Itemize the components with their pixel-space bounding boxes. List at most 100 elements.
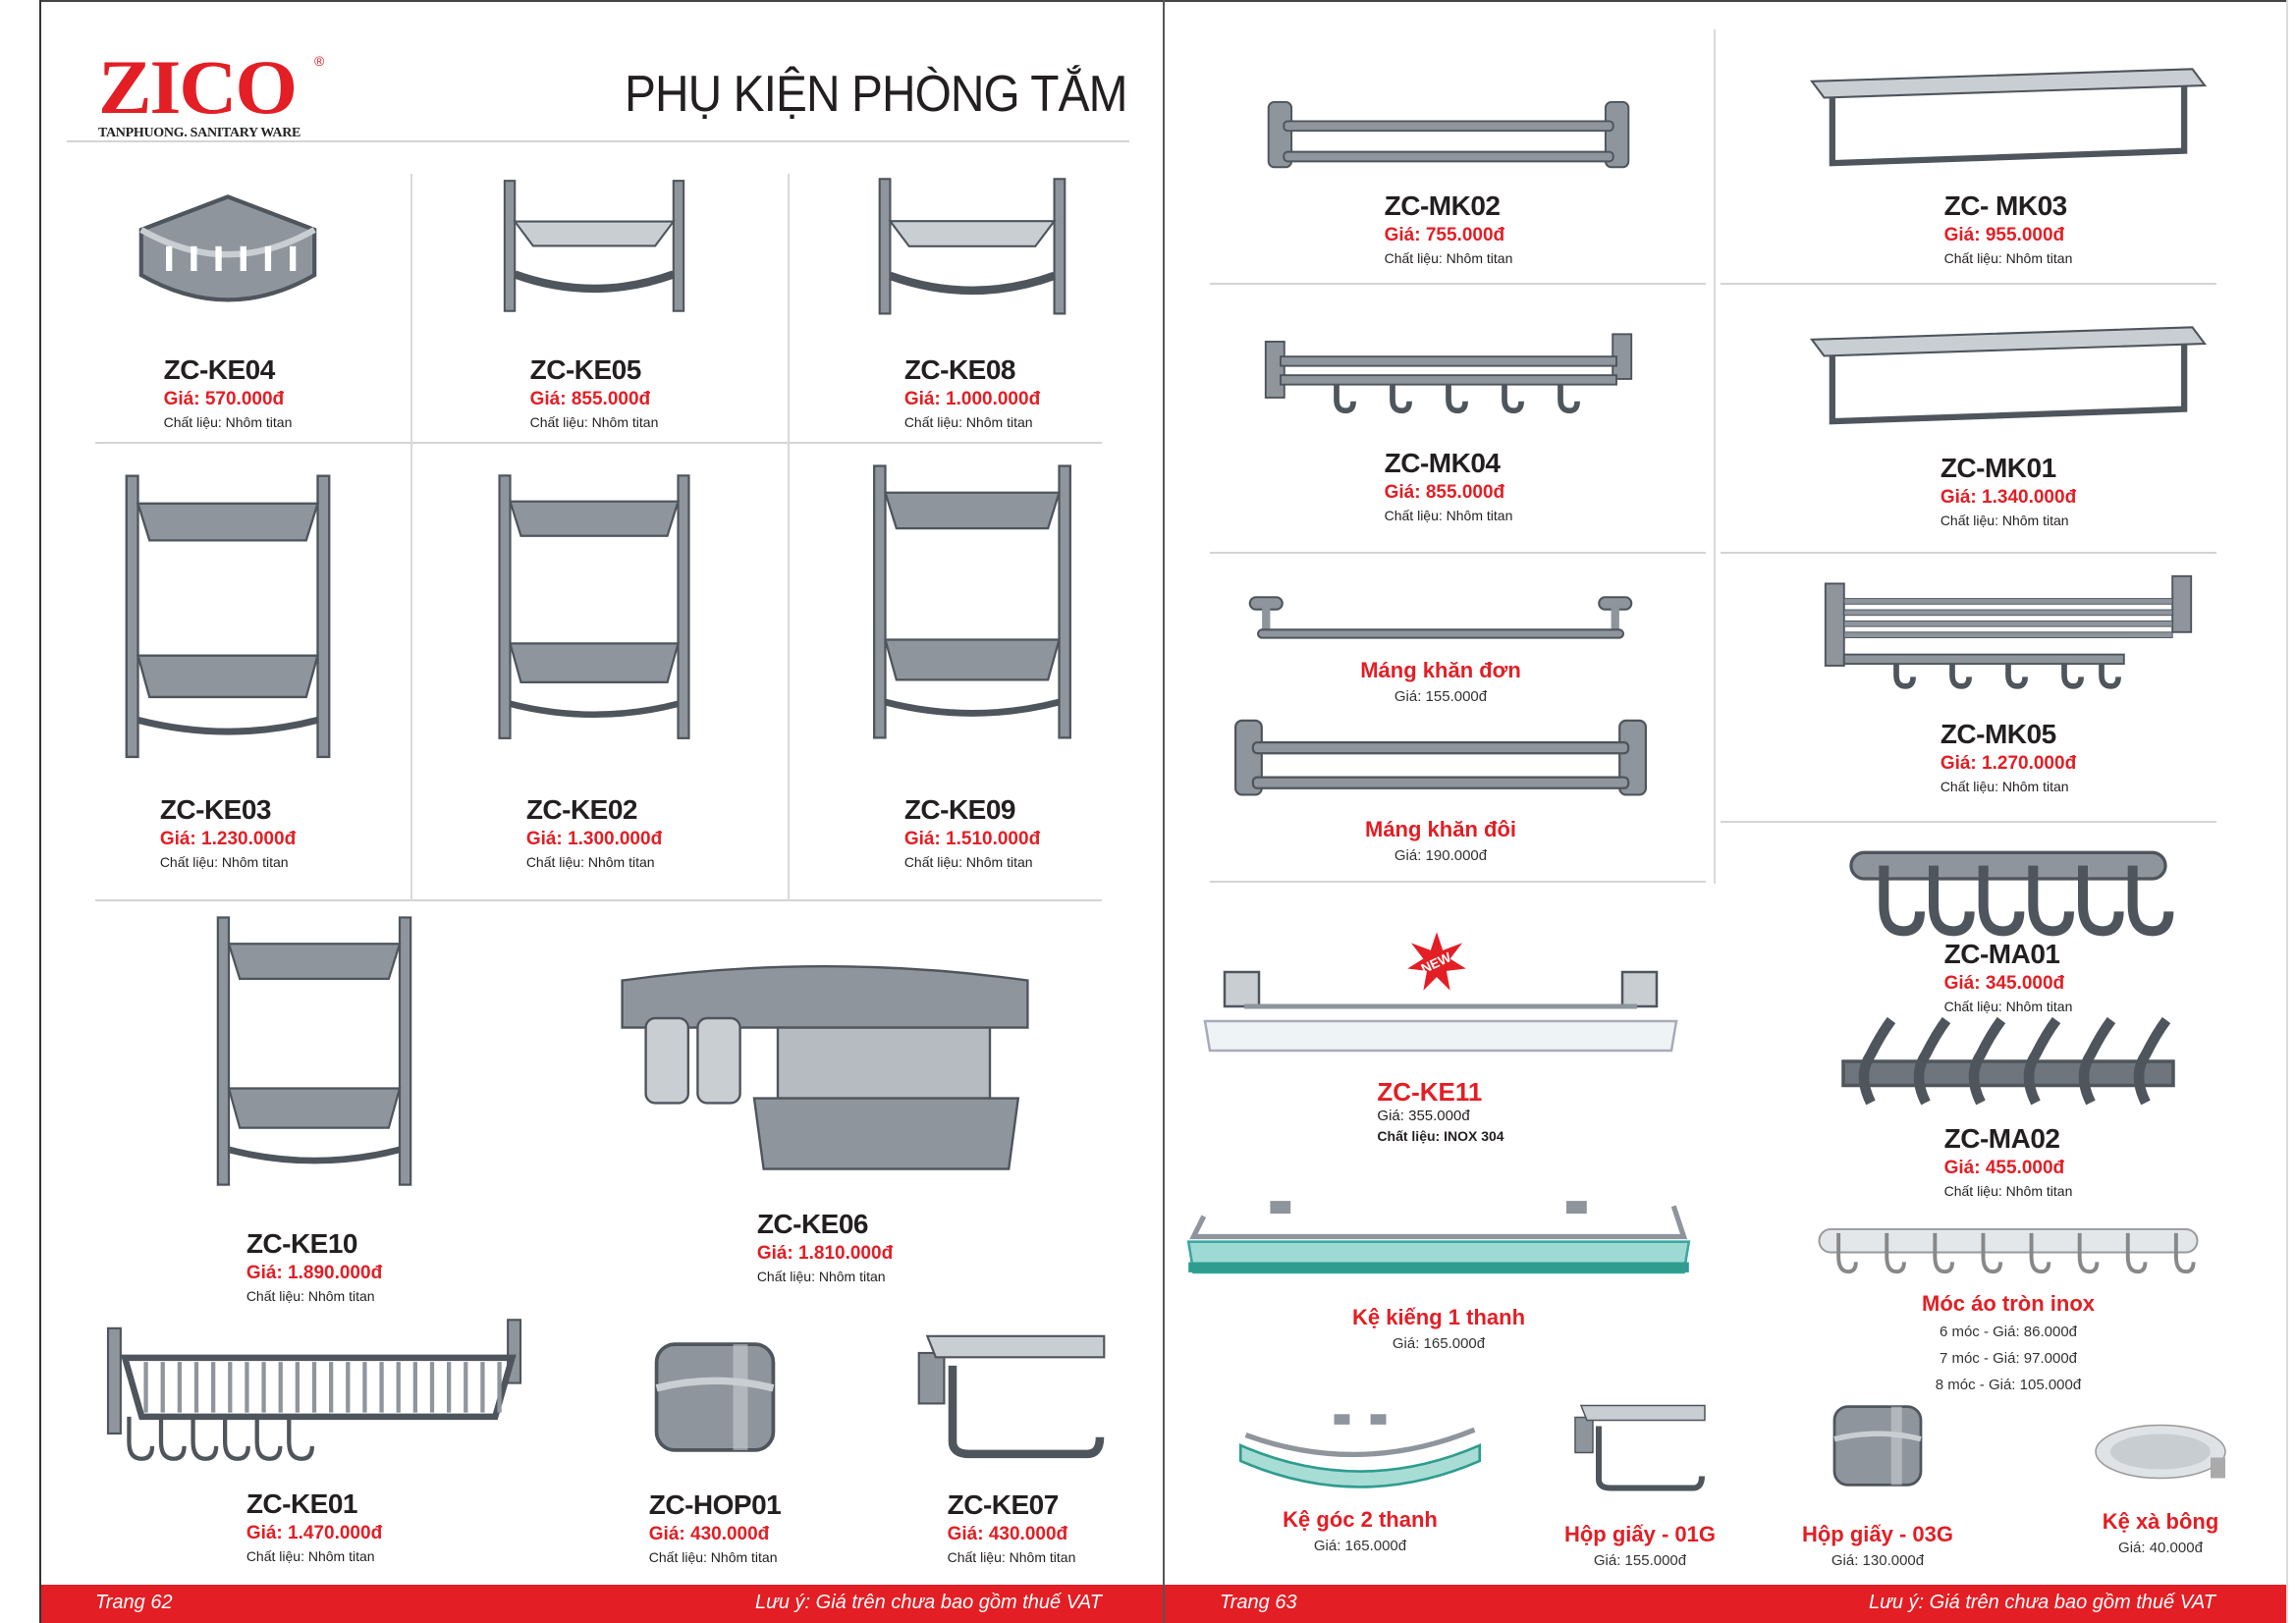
page-number: Trang 62: [95, 1592, 173, 1613]
product-material: Chất liệu: Nhôm titan: [529, 414, 659, 430]
product-material: Chất liệu: Nhôm titan: [947, 1549, 1076, 1565]
product-name: Máng khăn đôi: [1365, 817, 1516, 841]
page-border-right: [2286, 0, 2288, 1623]
grid-divider: [1721, 821, 2216, 823]
product-variant: 7 móc - Giá: 97.000đ: [1939, 1350, 2078, 1367]
product-material: Chất liệu: Nhôm titan: [246, 1288, 375, 1304]
page-number: Trang 63: [1220, 1592, 1297, 1613]
page-title: PHỤ KIỆN PHÒNG TẮM: [625, 66, 1127, 123]
grid-divider: [95, 442, 1102, 444]
page-border-left: [39, 0, 41, 1623]
product-name: ZC-KE08: [903, 354, 1016, 385]
product-image: [1824, 1380, 1932, 1512]
product-name: ZC- MK03: [1943, 190, 2068, 221]
product-name: ZC-KE01: [246, 1488, 358, 1519]
product-price: Giá: 1.890.000đ: [246, 1263, 383, 1283]
product-price: Giá: 1.270.000đ: [1940, 753, 2077, 774]
product-price: Giá: 190.000đ: [1394, 847, 1488, 864]
product-image: [1220, 589, 1662, 650]
product-price: Giá: 755.000đ: [1384, 225, 1505, 245]
product-price: Giá: 1.300.000đ: [525, 829, 663, 849]
logo-wordmark: ZICO: [98, 44, 298, 130]
product-name: ZC-MA01: [1943, 939, 2060, 969]
product-image: [2087, 1414, 2234, 1492]
product-material: Chất liệu: Nhôm titan: [163, 414, 293, 430]
logo-tagline: TANPHUONG. SANITARY WARE: [98, 126, 301, 140]
product-material: Chất liệu: Nhôm titan: [1943, 1183, 2073, 1199]
product-price: Giá: 430.000đ: [648, 1524, 770, 1544]
product-price: Giá: 1.470.000đ: [246, 1523, 383, 1543]
product-name: ZC-KE11: [1377, 1077, 1483, 1107]
product-name: Máng khăn đơn: [1360, 658, 1521, 682]
product-price: Giá: 1.000.000đ: [903, 389, 1041, 409]
product-image: [1223, 1409, 1498, 1497]
product-image: [1262, 324, 1635, 432]
new-badge-icon: NEW: [1407, 932, 1466, 991]
product-price: Giá: 1.810.000đ: [756, 1243, 894, 1264]
product-price: Giá: 165.000đ: [1313, 1538, 1407, 1554]
vat-note: Lưu ý: Giá trên chưa bao gồm thuế VAT: [755, 1592, 1102, 1613]
grid-divider: [410, 174, 412, 900]
product-price: Giá: 130.000đ: [1831, 1552, 1925, 1569]
product-image: [903, 1324, 1120, 1471]
product-card[interactable]: Móc áo tròn inox 6 móc - Giá: 86.000đ 7 …: [1812, 1225, 2205, 1398]
product-price: Giá: 165.000đ: [1392, 1335, 1486, 1352]
grid-divider: [1721, 283, 2216, 285]
product-material: Chất liệu: Nhôm titan: [1940, 779, 2069, 794]
product-image: [1827, 1013, 2190, 1116]
product-material: Chất liệu: Nhôm titan: [159, 854, 289, 870]
product-image: [1566, 1384, 1714, 1512]
product-name: Hộp giấy - 03G: [1801, 1522, 1954, 1546]
product-material: Chất liệu: Nhôm titan: [1384, 250, 1513, 266]
product-material: Chất liệu: Nhôm titan: [1943, 250, 2073, 266]
product-name: ZC-MK04: [1384, 448, 1501, 478]
product-material: Chất liệu: Nhôm titan: [903, 414, 1033, 430]
page-spine: [1163, 0, 1165, 1623]
product-price: Giá: 855.000đ: [529, 389, 651, 409]
grid-divider: [1210, 283, 1706, 285]
product-image: [1257, 93, 1640, 182]
product-name: Kệ kiếng 1 thanh: [1351, 1305, 1526, 1329]
product-material: Chất liệu: Nhôm titan: [903, 854, 1033, 870]
product-name: ZC-KE05: [529, 354, 642, 385]
vat-note: Lưu ý: Giá trên chưa bao gồm thuế VAT: [1869, 1592, 2215, 1613]
product-price: Giá: 855.000đ: [1384, 482, 1505, 503]
product-card[interactable]: Hộp giấy - 03G Giá: 130.000đ: [1802, 1380, 1953, 1573]
product-image: [1822, 571, 2195, 704]
product-name: ZC-HOP01: [648, 1489, 782, 1520]
product-image: [641, 1333, 789, 1461]
product-name: ZC-KE02: [525, 794, 638, 825]
product-name: ZC-KE06: [756, 1209, 869, 1239]
product-variant: 8 móc - Giá: 105.000đ: [1935, 1377, 2082, 1393]
product-material: Chất liệu: Nhôm titan: [1943, 999, 2073, 1014]
product-material: Chất liệu: Nhôm titan: [525, 854, 655, 870]
product-name: ZC-KE04: [163, 354, 276, 385]
product-material: Chất liệu: Nhôm titan: [756, 1269, 886, 1284]
product-name: ZC-KE03: [159, 794, 272, 825]
